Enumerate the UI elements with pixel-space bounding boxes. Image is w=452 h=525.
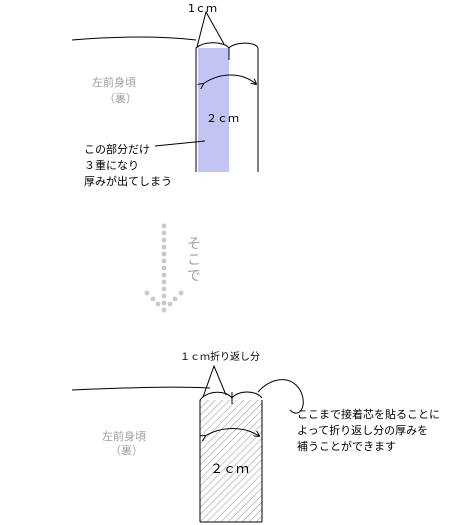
- top-fold-width-label: 1ｃｍ: [188, 2, 217, 15]
- top-note-line-2: ３重になり: [84, 159, 139, 172]
- top-width-arrow: [203, 74, 256, 84]
- bottom-width-arrow: [205, 428, 259, 437]
- fold-pointer: [202, 364, 227, 398]
- overlap-stripe: [198, 48, 229, 172]
- bottom-panel-sub: （裏）: [110, 444, 143, 457]
- fabric-edge-line: [71, 36, 197, 41]
- facing-top-curve: [195, 42, 259, 49]
- top-width-label: ２ｃｍ: [206, 112, 239, 125]
- bottom-note-leader: [257, 379, 304, 414]
- bottom-panel-label: 左前身頃: [102, 430, 146, 443]
- bottom-note-line-2: よって折り返し分の厚みを: [297, 424, 429, 437]
- bottom-note-line-3: 補うことができます: [297, 440, 396, 453]
- bottom-width-label: ２ｃｍ: [210, 462, 250, 477]
- bottom-note-line-1: ここまで接着芯を貼ることに: [297, 408, 440, 421]
- top-note-line-3: 厚みが出てしまう: [84, 175, 172, 188]
- bottom-diagram: [71, 364, 304, 523]
- bottom-fold-label: １ｃｍ折り返し分: [180, 352, 260, 363]
- facing-top-curve: [199, 391, 263, 401]
- transition-label: そこで: [185, 236, 201, 284]
- interfacing-hatch: [200, 400, 262, 522]
- fabric-edge-line: [71, 386, 211, 391]
- top-diagram: [71, 10, 259, 172]
- top-note-line-1: この部分だけ: [84, 143, 150, 156]
- top-panel-sub: （裏）: [104, 92, 137, 105]
- top-panel-label: 左前身頃: [92, 76, 136, 89]
- top-note-leader: [154, 140, 206, 147]
- down-arrow: [144, 223, 184, 313]
- top-width-pointer: [196, 10, 225, 48]
